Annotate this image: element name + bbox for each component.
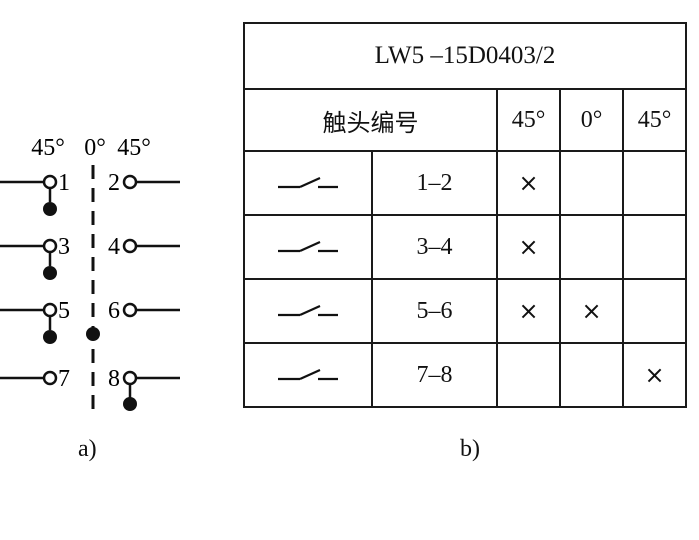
contact-dot-3	[43, 266, 57, 280]
mark-cell: ×	[496, 150, 561, 216]
terminal-label-1: 1	[58, 170, 70, 196]
mark-cell	[622, 150, 687, 216]
mark-cell: ×	[559, 278, 624, 344]
switch-contact-icon	[278, 176, 338, 189]
switch-contact-icon	[278, 304, 338, 317]
mark-cell	[496, 342, 561, 408]
contact-dot-center	[86, 327, 100, 341]
mark-cell	[559, 150, 624, 216]
switch-contact-icon	[278, 240, 338, 253]
contact-pair: 7–8	[371, 342, 498, 408]
contact-number-header: 触头编号	[243, 88, 498, 152]
contact-table: LW5 –15D0403/2 触头编号 45° 0° 45° 1–2 ×	[243, 22, 687, 408]
figure: 45° 0° 45°	[0, 22, 687, 462]
contact-dot-5	[43, 330, 57, 344]
contact-pair: 3–4	[371, 214, 498, 280]
switch-symbol	[243, 150, 373, 216]
switch-contact-icon	[278, 368, 338, 381]
header-angle-right: 45°	[117, 135, 151, 161]
mark-cell	[559, 342, 624, 408]
mark-cell: ×	[496, 214, 561, 280]
caption-b: b)	[460, 436, 480, 462]
terminal-7	[42, 370, 58, 386]
table-title: LW5 –15D0403/2	[243, 22, 687, 90]
terminal-label-4: 4	[108, 234, 120, 260]
table-row: 3–4 ×	[243, 214, 687, 280]
caption-a: a)	[78, 436, 97, 462]
switch-symbol	[243, 214, 373, 280]
terminal-label-7: 7	[58, 366, 70, 392]
terminal-3	[42, 238, 58, 254]
contact-diagram: 45° 0° 45°	[0, 135, 180, 411]
terminal-8	[122, 370, 138, 386]
terminal-5	[42, 302, 58, 318]
mark-cell: ×	[496, 278, 561, 344]
switch-symbol	[243, 278, 373, 344]
mark-cell	[559, 214, 624, 280]
contact-pair: 1–2	[371, 150, 498, 216]
terminal-label-6: 6	[108, 298, 120, 324]
header-angle-center: 0°	[84, 135, 106, 161]
table-row: 5–6 × ×	[243, 278, 687, 344]
terminal-label-3: 3	[58, 234, 70, 260]
terminal-6	[122, 302, 138, 318]
header-angle-left: 45°	[31, 135, 65, 161]
position-header-1: 45°	[496, 88, 561, 152]
position-header-2: 0°	[559, 88, 624, 152]
contact-dot-8	[123, 397, 137, 411]
switch-symbol	[243, 342, 373, 408]
table-row: 1–2 ×	[243, 150, 687, 216]
terminal-2	[122, 174, 138, 190]
mark-cell	[622, 278, 687, 344]
contact-dot-1	[43, 202, 57, 216]
terminal-label-5: 5	[58, 298, 70, 324]
terminal-4	[122, 238, 138, 254]
contact-pair: 5–6	[371, 278, 498, 344]
terminal-label-2: 2	[108, 170, 120, 196]
position-header-3: 45°	[622, 88, 687, 152]
terminal-label-8: 8	[108, 366, 120, 392]
mark-cell	[622, 214, 687, 280]
terminal-1	[42, 174, 58, 190]
table-header-row: 触头编号 45° 0° 45°	[243, 88, 687, 152]
table-row: 7–8 ×	[243, 342, 687, 408]
mark-cell: ×	[622, 342, 687, 408]
